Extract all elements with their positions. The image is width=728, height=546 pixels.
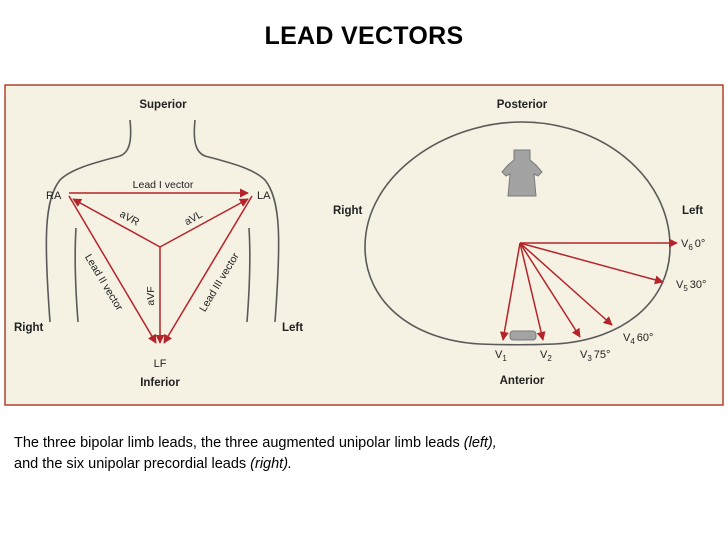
- v5-vector-arrow: [519, 242, 664, 285]
- torso-outline: [45, 119, 280, 323]
- lead1-vector-label: Lead I vector: [133, 179, 194, 191]
- vertebra-icon: [501, 149, 543, 197]
- avl-vector-arrow: [159, 198, 249, 248]
- avf-label: aVF: [145, 286, 157, 305]
- caption-line-2-text: and the six unipolar precordial leads: [14, 456, 251, 472]
- caption-line-2-emphasis: (right).: [250, 456, 293, 472]
- caption: The three bipolar limb leads, the three …: [14, 433, 714, 475]
- right-left-label: Left: [682, 205, 703, 217]
- la-label: LA: [257, 190, 271, 202]
- v4-vector-arrow: [519, 242, 613, 326]
- v2-label: V2: [540, 349, 552, 363]
- v3-vector-arrow: [519, 242, 581, 338]
- inferior-label: Inferior: [140, 377, 180, 389]
- posterior-label: Posterior: [497, 99, 548, 111]
- caption-line-1-emphasis: (left),: [463, 435, 497, 451]
- lead3-vector-arrow: [163, 195, 253, 344]
- caption-line-2: and the six unipolar precordial leads (r…: [14, 454, 714, 475]
- superior-label: Superior: [139, 99, 187, 111]
- left-right-label: Right: [14, 322, 44, 334]
- ra-label: RA: [46, 190, 62, 202]
- left-left-label: Left: [282, 322, 303, 334]
- v1-vector-arrow: [499, 242, 521, 341]
- sternum-icon: [509, 330, 537, 341]
- right-right-label: Right: [333, 205, 363, 217]
- caption-line-1: The three bipolar limb leads, the three …: [14, 433, 714, 454]
- lead2-vector-arrow: [68, 195, 157, 344]
- lf-label: LF: [154, 358, 167, 370]
- v1-label: V1: [495, 349, 507, 363]
- illustration-panel: [4, 84, 724, 406]
- page-title: LEAD VECTORS: [264, 22, 464, 50]
- v2-vector-arrow: [519, 242, 546, 341]
- chest-cross-section: [364, 121, 671, 346]
- avr-vector-arrow: [72, 198, 161, 248]
- caption-line-1-text: The three bipolar limb leads, the three …: [14, 435, 464, 451]
- anterior-label: Anterior: [500, 375, 545, 387]
